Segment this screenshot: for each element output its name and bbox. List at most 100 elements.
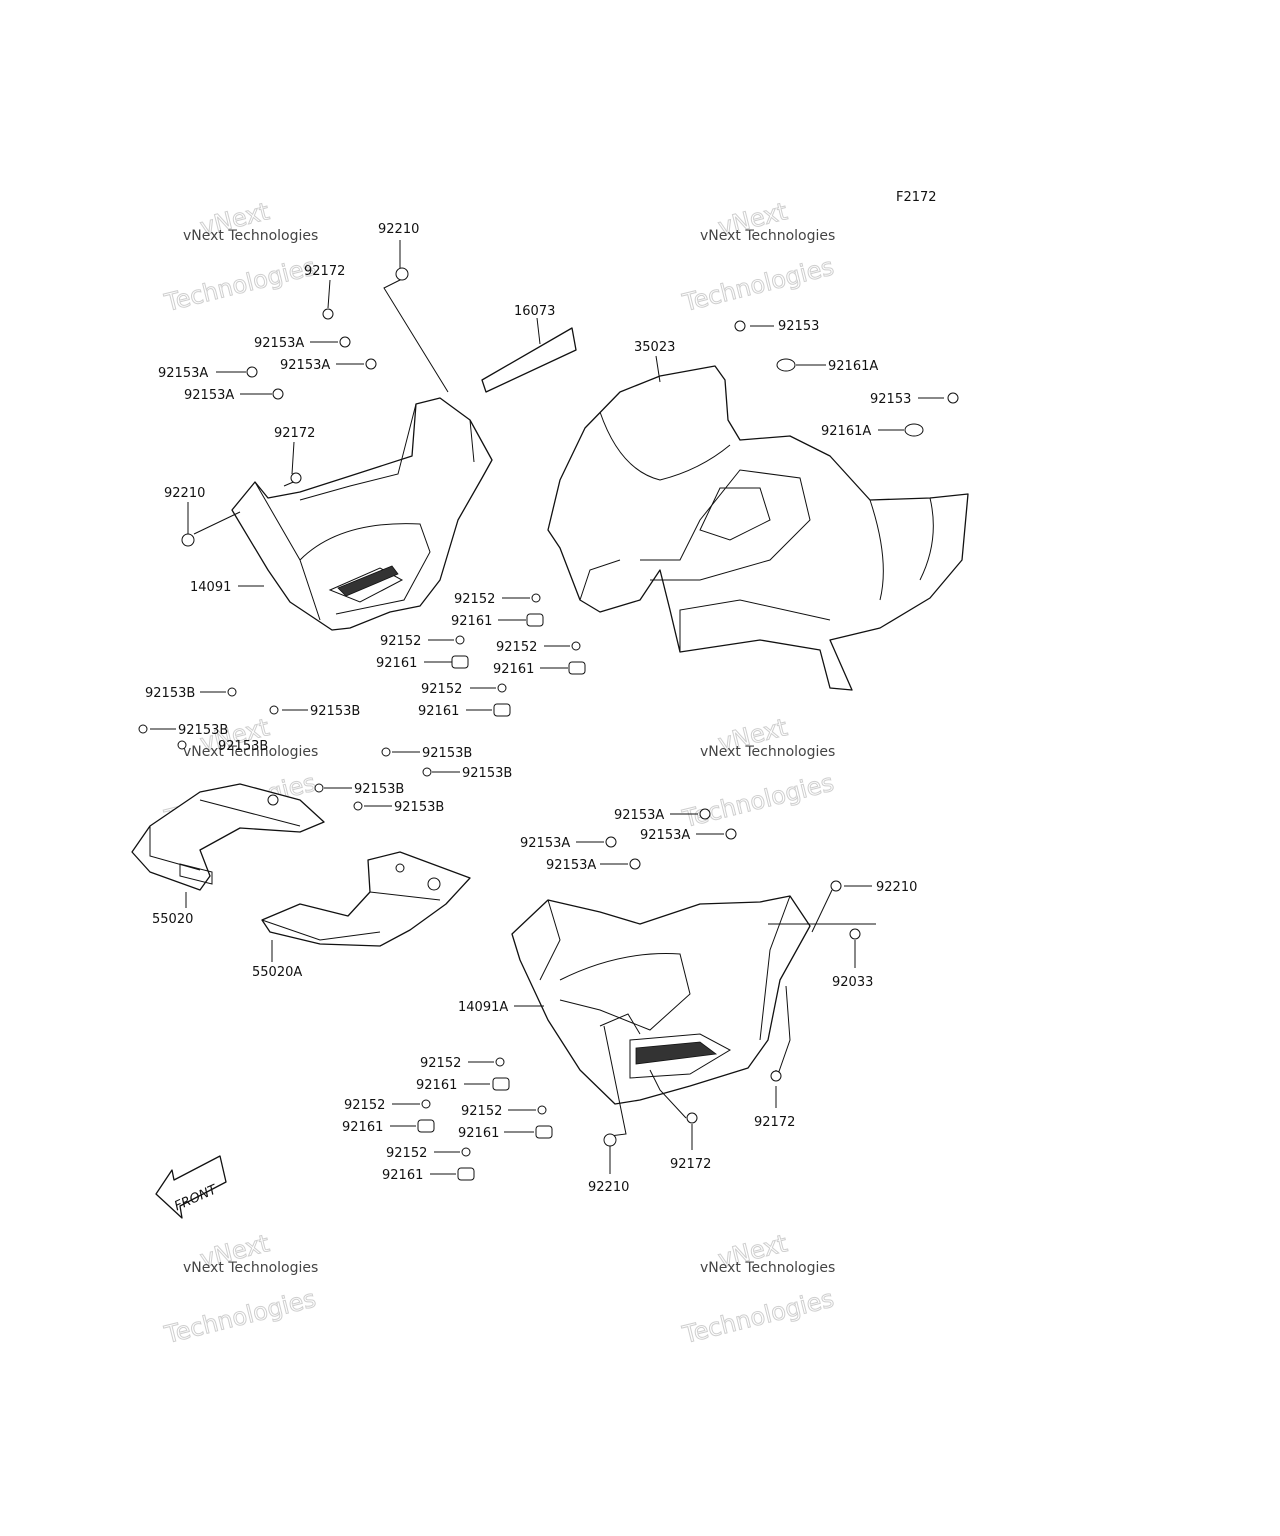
collar-92152-icon xyxy=(531,593,541,603)
part-label: 92161 xyxy=(376,656,417,671)
watermark-bottom-right: vNext vNext Technologies Technologies xyxy=(679,1229,837,1350)
part-label: 92153B xyxy=(394,800,444,815)
damper-92161-icon xyxy=(568,661,586,675)
footrest-55020 xyxy=(131,783,325,891)
right-footguard-14091A xyxy=(511,895,811,1105)
rear-fender-35023 xyxy=(547,365,969,691)
part-label: 92152 xyxy=(496,640,537,655)
bolt-92153A-icon xyxy=(629,858,641,870)
part-label: 92152 xyxy=(420,1056,461,1071)
cap-92161A-icon xyxy=(904,423,924,437)
bolt-92153B-icon xyxy=(422,767,432,777)
damper-92161-icon xyxy=(417,1119,435,1133)
bolt-92153A-icon xyxy=(272,388,284,400)
part-label: 92153B xyxy=(145,686,195,701)
mud-flap-16073 xyxy=(481,327,577,393)
collar-92152-icon xyxy=(421,1099,431,1109)
part-label: 92152 xyxy=(344,1098,385,1113)
watermark-large-text: Technologies xyxy=(679,769,836,834)
part-label: 92153A xyxy=(520,836,570,851)
bolt-92153B-icon xyxy=(227,687,237,697)
part-label: 92153B xyxy=(422,746,472,761)
watermark-large-text: Technologies xyxy=(161,253,318,318)
watermark-large-text: Technologies xyxy=(161,1285,318,1350)
bolt-92172-icon xyxy=(686,1112,698,1124)
bolt-92153A-icon xyxy=(605,836,617,848)
damper-92161-icon xyxy=(457,1167,475,1181)
collar-92152-icon xyxy=(455,635,465,645)
left-footguard-14091 xyxy=(231,397,493,631)
bolt-92153B-icon xyxy=(314,783,324,793)
leader-lines xyxy=(150,240,944,1175)
collar-92152-icon xyxy=(497,683,507,693)
bolt-92153B-icon xyxy=(353,801,363,811)
damper-92161-icon xyxy=(493,703,511,717)
part-label: 92153B xyxy=(218,739,268,754)
part-label: 92172 xyxy=(670,1157,711,1172)
part-label: 92161 xyxy=(342,1120,383,1135)
footrest-55020A xyxy=(261,851,471,947)
part-label: 92161 xyxy=(493,662,534,677)
watermark-text: vNext Technologies xyxy=(183,1260,318,1276)
part-label: 92152 xyxy=(461,1104,502,1119)
part-label: 92161A xyxy=(828,359,878,374)
part-label: 55020A xyxy=(252,965,302,980)
part-label: 92172 xyxy=(274,426,315,441)
part-label: 92033 xyxy=(832,975,873,990)
part-label: 92153B xyxy=(462,766,512,781)
watermark-text: vNext Technologies xyxy=(700,744,835,760)
part-label: 14091A xyxy=(458,1000,508,1015)
part-label: 92153A xyxy=(158,366,208,381)
part-label: 92152 xyxy=(386,1146,427,1161)
part-label: 16073 xyxy=(514,304,555,319)
watermark-text: vNext Technologies xyxy=(700,1260,835,1276)
collar-92152-icon xyxy=(495,1057,505,1067)
part-label: 92153 xyxy=(778,319,819,334)
front-arrow: FRONT xyxy=(155,1155,227,1219)
part-labels: 92210 92172 92153A 92153A 92153A 92153A … xyxy=(145,222,917,1195)
part-label: 92153A xyxy=(640,828,690,843)
nut-92210-icon xyxy=(395,267,409,281)
part-label: 92153B xyxy=(354,782,404,797)
damper-92161-icon xyxy=(451,655,469,669)
part-label: 92161 xyxy=(458,1126,499,1141)
watermark-top-right: vNext vNext Technologies Technologies xyxy=(679,197,837,318)
part-label: 92161 xyxy=(382,1168,423,1183)
part-label: 92152 xyxy=(454,592,495,607)
collar-92152-icon xyxy=(461,1147,471,1157)
part-label: 92153A xyxy=(280,358,330,373)
watermark-bottom-left: vNext vNext Technologies Technologies xyxy=(161,1229,319,1350)
bolt-92153B-icon xyxy=(269,705,279,715)
grommet-92033-icon xyxy=(849,928,861,940)
part-label: 92152 xyxy=(380,634,421,649)
watermark-text: vNext Technologies xyxy=(183,744,318,760)
cap-92161A-icon xyxy=(776,358,796,372)
bolt-92153A-icon xyxy=(246,366,258,378)
bolt-92153A-icon xyxy=(365,358,377,370)
bolt-92153-icon xyxy=(947,392,959,404)
watermark-text: vNext Technologies xyxy=(700,228,835,244)
part-label: 92210 xyxy=(876,880,917,895)
front-arrow-icon xyxy=(155,1155,227,1219)
watermark-top-left: vNext vNext Technologies Technologies xyxy=(161,197,319,318)
bolt-92153B-icon xyxy=(381,747,391,757)
part-label: 92153 xyxy=(870,392,911,407)
nut-92210-icon xyxy=(830,880,842,892)
part-label: 92153B xyxy=(310,704,360,719)
bolt-92153B-icon xyxy=(138,724,148,734)
figure-code: F2172 xyxy=(896,190,937,205)
damper-92161-icon xyxy=(492,1077,510,1091)
watermark-large-text: Technologies xyxy=(679,1285,836,1350)
part-label: 92210 xyxy=(378,222,419,237)
fasteners xyxy=(138,267,959,1181)
part-label: 92172 xyxy=(304,264,345,279)
damper-92161-icon xyxy=(535,1125,553,1139)
part-label: 92172 xyxy=(754,1115,795,1130)
bolt-92172-icon xyxy=(770,1070,782,1082)
nut-92210-icon xyxy=(603,1133,617,1147)
nut-92210-icon xyxy=(181,533,195,547)
bolt-92172-icon xyxy=(290,472,302,484)
bolt-92172-icon xyxy=(322,308,334,320)
part-label: 92161 xyxy=(451,614,492,629)
